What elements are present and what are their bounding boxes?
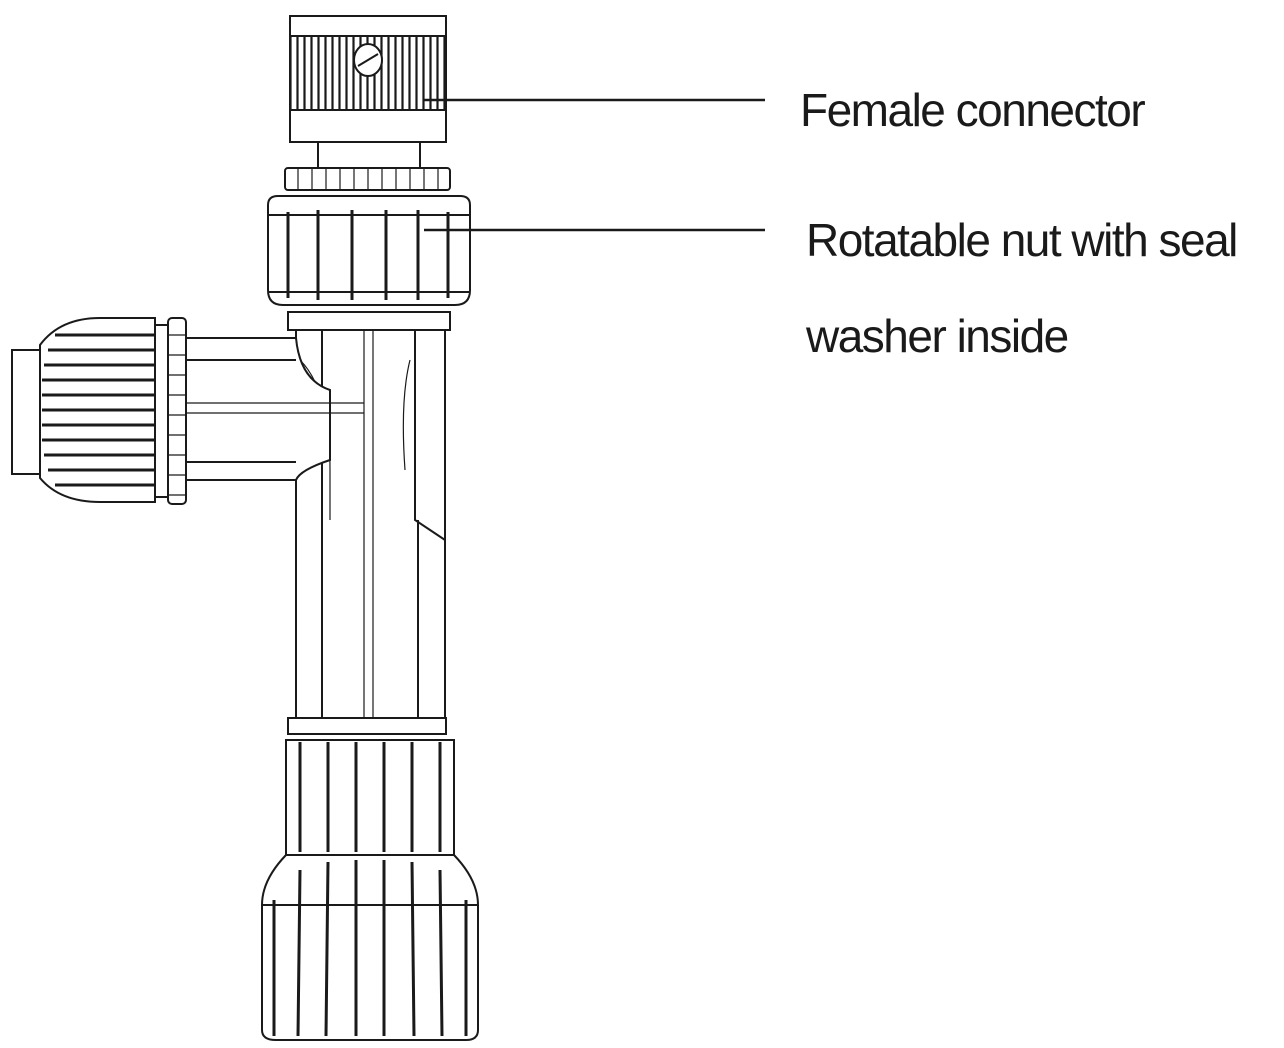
- knurled-ring: [284, 167, 451, 191]
- tee-body: [295, 320, 446, 723]
- connector-neck: [317, 139, 421, 169]
- flange-teeth: [168, 334, 186, 496]
- label-rotatable-nut-line1: Rotatable nut with seal: [806, 214, 1237, 266]
- rotatable-nut: [267, 195, 471, 306]
- side-nut: [11, 317, 169, 503]
- upper-washer: [287, 311, 451, 331]
- label-female-connector: Female connector: [800, 84, 1145, 136]
- side-branch: [167, 317, 364, 505]
- knurl-lines: [297, 168, 439, 190]
- lower-washer: [287, 717, 447, 735]
- female-connector: [289, 15, 447, 143]
- bottom-nut: [261, 739, 479, 1041]
- label-rotatable-nut-line2: washer inside: [805, 310, 1068, 362]
